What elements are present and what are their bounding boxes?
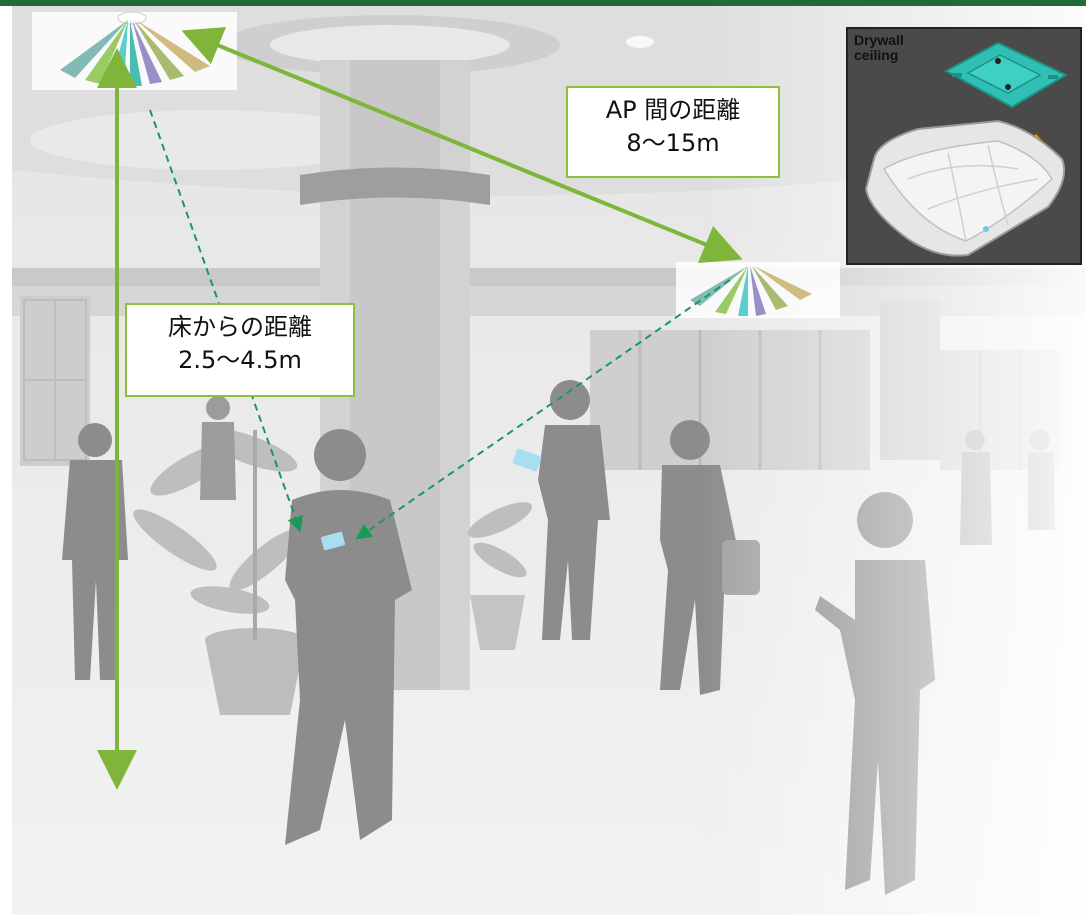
access-point-right <box>676 262 840 318</box>
ap-device-illustration <box>864 41 1069 257</box>
mount-bracket <box>943 41 1069 109</box>
top-bar <box>0 0 1086 6</box>
coverage-line-right <box>355 279 731 540</box>
person <box>538 380 610 640</box>
ap-device <box>864 119 1066 257</box>
ap-mount-inset: Drywall ceiling <box>846 27 1082 265</box>
floor-distance-label: 床からの距離 2.5～4.5m <box>125 303 355 397</box>
floor-distance-line2: 2.5～4.5m <box>178 346 302 374</box>
ap-distance-label: AP 間の距離 8～15m <box>566 86 780 178</box>
tablet-icon <box>512 448 542 472</box>
phone-icon <box>321 531 345 551</box>
inset-caption: Drywall ceiling <box>854 32 904 63</box>
access-point-left <box>32 11 237 90</box>
person <box>285 429 412 845</box>
ap-distance-arrow <box>181 27 743 263</box>
person <box>200 396 236 500</box>
floor-distance-line1: 床からの距離 <box>168 313 312 341</box>
ap-distance-line2: 8～15m <box>626 129 720 157</box>
ap-distance-line1: AP 間の距離 <box>605 96 741 124</box>
planter <box>205 640 305 715</box>
